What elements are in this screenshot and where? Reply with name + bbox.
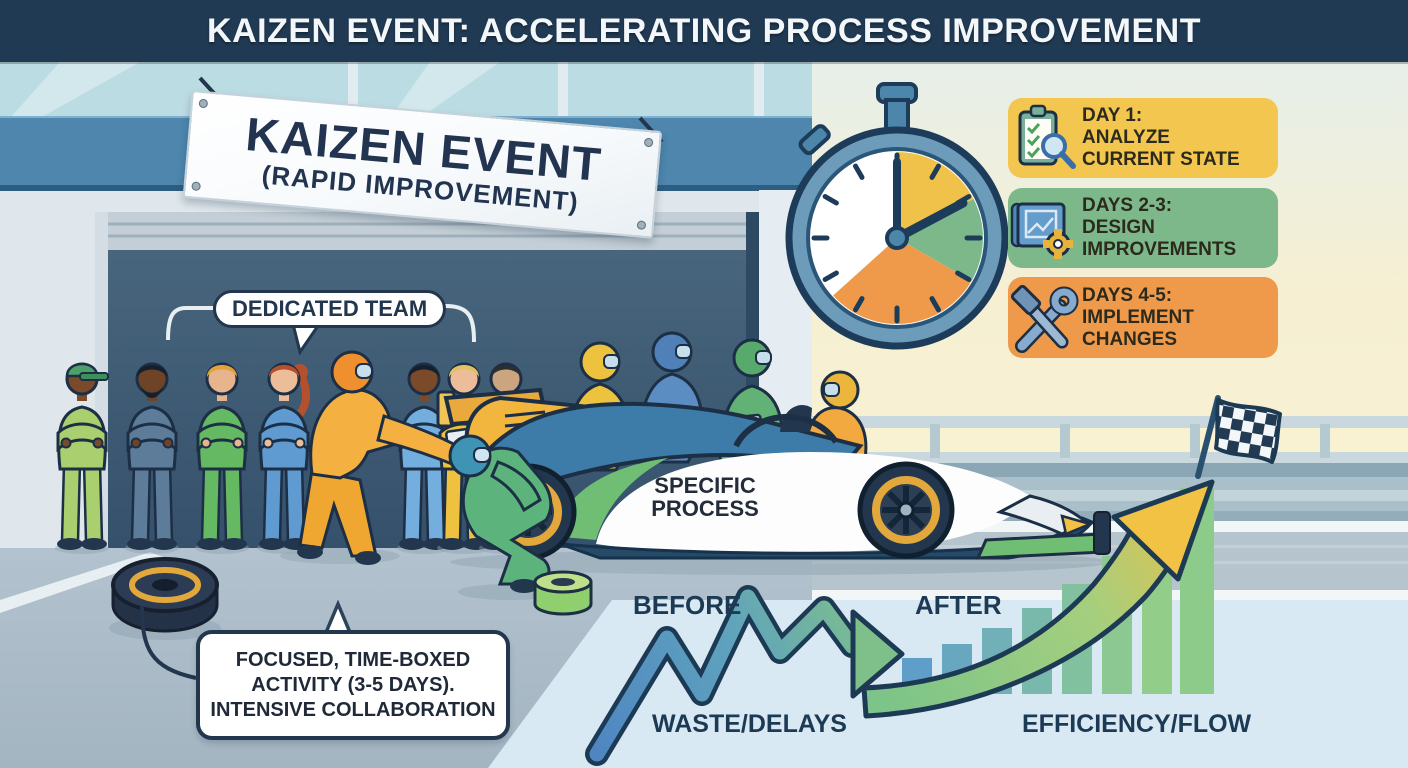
phase-days-2-3-label: DAYS 2-3: DESIGN IMPROVEMENTS xyxy=(1082,195,1277,261)
car-label-line: PROCESS xyxy=(651,496,759,521)
before-label: BEFORE xyxy=(633,590,742,620)
page-title: KAIZEN EVENT: ACCELERATING PROCESS IMPRO… xyxy=(207,11,1201,50)
phase-line: DAY 1: xyxy=(1082,105,1143,126)
pit-crew-hose-worker xyxy=(280,350,538,565)
phase-box-days-2-3 xyxy=(1008,188,1278,268)
banner-pin xyxy=(191,181,202,192)
halo xyxy=(733,414,839,448)
banner-pin xyxy=(643,137,654,148)
rising-arrow xyxy=(861,479,1215,719)
phase-line: IMPROVEMENTS xyxy=(1082,239,1237,260)
blueprint-gear-icon xyxy=(1010,202,1073,259)
race-car xyxy=(436,387,1111,575)
waste-delays-caption: WASTE/DELAYS xyxy=(652,710,847,738)
phase-days-4-5-label: DAYS 4-5: IMPLEMENT CHANGES xyxy=(1082,285,1277,351)
specific-process-label: SPECIFIC PROCESS xyxy=(630,474,780,520)
banner-pin xyxy=(636,220,647,231)
phase-line: CURRENT STATE xyxy=(1082,149,1240,170)
clipboard-magnifier-icon xyxy=(1018,104,1076,169)
tape-roll xyxy=(533,570,593,616)
checkered-flag-icon xyxy=(1195,395,1282,479)
phase-line: IMPLEMENT xyxy=(1082,307,1194,328)
segment-days-2-3 xyxy=(897,199,983,281)
after-label: AFTER xyxy=(915,590,1002,620)
front-wheel xyxy=(857,461,955,559)
car-label-line: SPECIFIC xyxy=(654,473,756,498)
tire xyxy=(109,557,221,640)
phase-day-1-label: DAY 1: ANALYZE CURRENT STATE xyxy=(1082,105,1277,171)
activity-callout: FOCUSED, TIME-BOXED ACTIVITY (3-5 DAYS).… xyxy=(196,630,510,740)
activity-line: ACTIVITY (3-5 DAYS). xyxy=(251,673,455,696)
stopwatch-icon xyxy=(785,82,1009,350)
phase-line: DAYS 4-5: xyxy=(1082,285,1173,306)
title-bar: KAIZEN EVENT: ACCELERATING PROCESS IMPRO… xyxy=(0,0,1408,62)
phase-line: DESIGN xyxy=(1082,217,1155,238)
phase-line: CHANGES xyxy=(1082,329,1178,350)
segment-day-1 xyxy=(897,152,974,238)
efficiency-flow-caption: EFFICIENCY/FLOW xyxy=(1022,710,1252,738)
phase-boxes xyxy=(1008,98,1278,358)
phase-box-day-1 xyxy=(1008,98,1278,178)
callout-connector-line xyxy=(140,605,197,680)
wrench-hammer-icon xyxy=(1010,284,1079,353)
activity-line: FOCUSED, TIME-BOXED xyxy=(235,648,471,671)
phase-line: DAYS 2-3: xyxy=(1082,195,1173,216)
zigzag-arrow xyxy=(585,585,905,766)
phase-line: ANALYZE xyxy=(1082,127,1170,148)
dedicated-team-label: DEDICATED TEAM xyxy=(232,296,428,321)
activity-line: INTENSIVE COLLABORATION xyxy=(210,698,496,721)
banner-pin xyxy=(198,98,209,109)
dedicated-team-callout: DEDICATED TEAM xyxy=(213,290,447,328)
team-callout-connectors xyxy=(166,304,476,343)
